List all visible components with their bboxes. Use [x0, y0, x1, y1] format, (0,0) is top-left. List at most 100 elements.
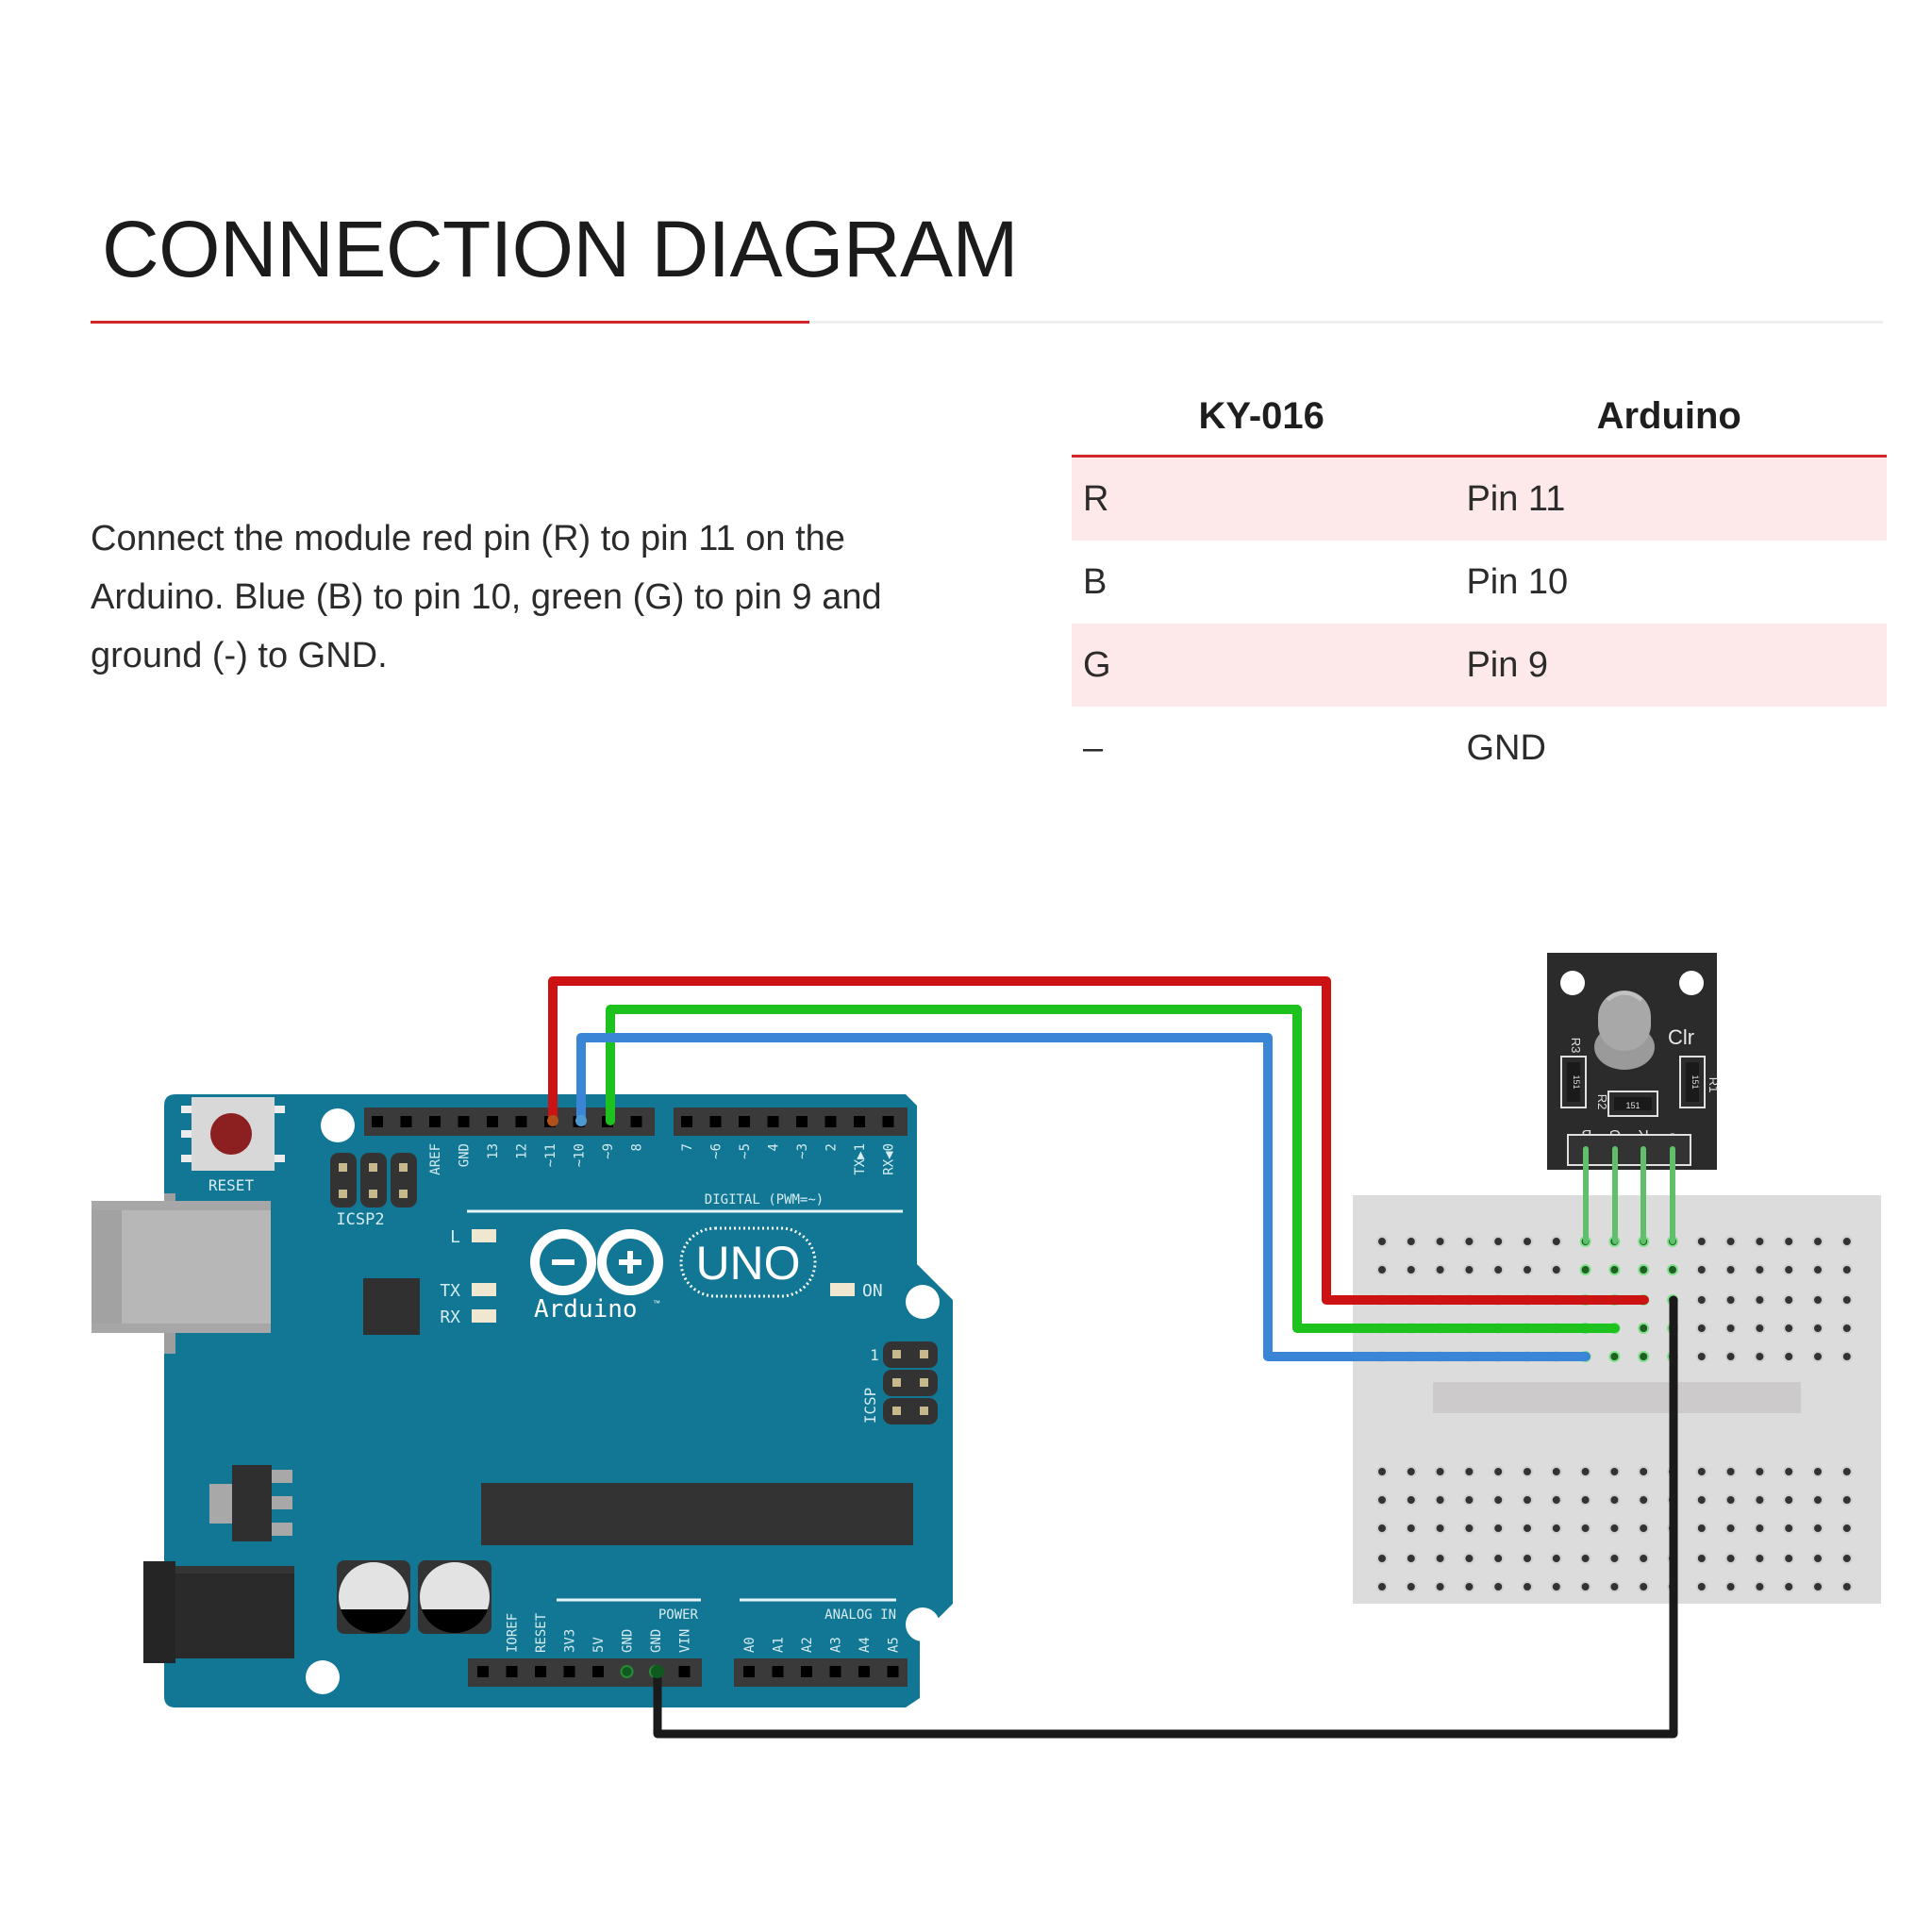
reset-label: RESET	[208, 1176, 255, 1194]
uno-badge	[679, 1226, 817, 1298]
breadboard-hole	[1754, 1553, 1766, 1564]
breadboard-hole	[1579, 1466, 1591, 1477]
header-pin	[767, 1116, 779, 1127]
breadboard-hole	[1724, 1264, 1737, 1275]
header-pin	[429, 1116, 441, 1127]
status-leds: L TX RX ON	[440, 1227, 882, 1327]
digital-pin-label: GND	[458, 1143, 473, 1167]
header-pin	[620, 1665, 634, 1678]
usb-connector	[92, 1193, 271, 1354]
table-row: B Pin 10	[1072, 541, 1887, 624]
breadboard-hole	[1376, 1236, 1388, 1247]
arduino-pin-cell: Pin 9	[1451, 624, 1887, 707]
breadboard-hole	[1840, 1581, 1853, 1592]
breadboard-hole	[1550, 1264, 1562, 1275]
breadboard-hole	[1463, 1581, 1475, 1592]
breadboard-hole	[1550, 1236, 1562, 1247]
breadboard-hole	[1754, 1264, 1766, 1275]
digital-pin-label: 8	[630, 1143, 645, 1151]
page-title: CONNECTION DIAGRAM	[102, 205, 1019, 293]
breadboard-hole	[1812, 1294, 1824, 1306]
module-pin-cell: G	[1072, 624, 1452, 707]
breadboard-hole	[1754, 1494, 1766, 1506]
breadboard-hole	[1434, 1581, 1446, 1592]
uno-label: UNO	[695, 1237, 800, 1290]
wire-green	[606, 1005, 1620, 1333]
breadboard-hole	[1434, 1236, 1446, 1247]
digital-pin-label: ~11	[543, 1143, 558, 1167]
wire-red	[548, 976, 1649, 1305]
column-header-arduino: Arduino	[1451, 377, 1887, 458]
breadboard-hole	[1463, 1264, 1475, 1275]
analog-pin-label: A4	[858, 1637, 873, 1653]
bottom-header-pins	[477, 1665, 899, 1678]
breadboard-hole	[1783, 1236, 1795, 1247]
breadboard-hole	[1840, 1351, 1853, 1362]
digital-pin-label: ~9	[601, 1143, 616, 1159]
power-pin-label: RESET	[534, 1612, 549, 1653]
breadboard-hole	[1840, 1553, 1853, 1564]
header-pin	[400, 1116, 412, 1127]
breadboard-hole	[1579, 1523, 1591, 1534]
breadboard-hole	[1434, 1494, 1446, 1506]
breadboard-hole	[1608, 1351, 1621, 1362]
mounting-hole	[1679, 971, 1704, 995]
header-pin	[824, 1116, 837, 1127]
breadboard-hole	[1695, 1323, 1707, 1334]
usb-chip	[363, 1278, 420, 1335]
analog-pin-label: A0	[742, 1637, 758, 1653]
voltage-regulator	[209, 1465, 292, 1541]
header-pin	[887, 1666, 899, 1677]
breadboard-hole	[1695, 1236, 1707, 1247]
breadboard-hole	[1695, 1553, 1707, 1564]
header-pin	[829, 1666, 841, 1677]
header-pin	[882, 1116, 894, 1127]
breadboard-hole	[1376, 1553, 1388, 1564]
microcontroller-chip	[481, 1483, 913, 1545]
table-header-row: KY-016 Arduino	[1072, 377, 1887, 458]
breadboard-hole	[1522, 1553, 1533, 1564]
breadboard-hole	[1463, 1236, 1475, 1247]
power-pin-label: 3V3	[563, 1629, 578, 1653]
breadboard-hole	[1405, 1264, 1417, 1275]
header-pin	[796, 1116, 808, 1127]
breadboard-hole	[1754, 1236, 1766, 1247]
led-tx	[472, 1283, 496, 1296]
mounting-hole	[321, 1108, 355, 1142]
header-pin	[630, 1116, 642, 1127]
breadboard-hole	[1783, 1494, 1795, 1506]
gnd-contact	[651, 1665, 664, 1678]
analog-pin-label: A3	[829, 1637, 844, 1653]
breadboard-hole	[1695, 1351, 1707, 1362]
digital-label: DIGITAL (PWM=~)	[705, 1192, 824, 1208]
analog-pin-label: A2	[800, 1637, 815, 1653]
title-divider-accent	[91, 321, 809, 324]
breadboard-hole	[1522, 1236, 1533, 1247]
power-label: POWER	[658, 1607, 699, 1623]
pin-mapping-table: KY-016 Arduino R Pin 11 B Pin 10 G Pin 9…	[1072, 377, 1887, 790]
analog-label: ANALOG IN	[824, 1607, 896, 1623]
power-pin-label: VIN	[678, 1629, 693, 1653]
breadboard-hole	[1638, 1523, 1650, 1534]
breadboard-hole	[1812, 1323, 1824, 1334]
breadboard-hole	[1724, 1466, 1737, 1477]
breadboard-hole	[1754, 1581, 1766, 1592]
header-pin	[487, 1116, 498, 1127]
mounting-hole	[906, 1607, 940, 1641]
digital-pin-label: ~10	[573, 1143, 588, 1167]
breadboard-hole	[1724, 1523, 1737, 1534]
resistor-value: 151	[1572, 1074, 1581, 1089]
module-pins	[1583, 1146, 1675, 1244]
mounting-hole	[306, 1660, 340, 1694]
breadboard-hole	[1608, 1466, 1621, 1477]
breadboard-hole	[1492, 1523, 1505, 1534]
breadboard-hole	[1376, 1466, 1388, 1477]
header-pin	[458, 1116, 470, 1127]
header-pin	[506, 1666, 518, 1677]
breadboard-hole	[1376, 1494, 1388, 1506]
resistor-value: 151	[1690, 1074, 1700, 1089]
module-pin-cell: –	[1083, 727, 1104, 768]
power-pin-label: GND	[649, 1629, 664, 1653]
arduino-pin-cell: GND	[1466, 727, 1546, 768]
